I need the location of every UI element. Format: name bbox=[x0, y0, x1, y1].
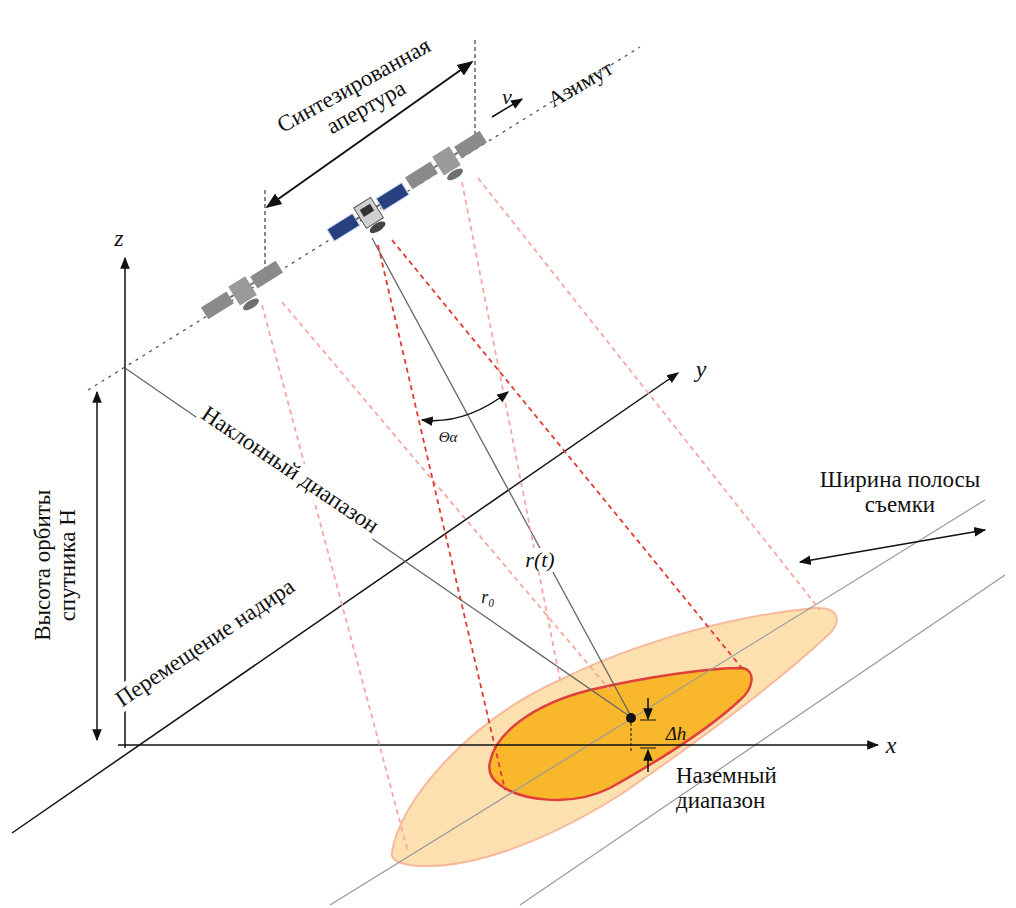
range-label: r(t) bbox=[522, 548, 557, 572]
axis-label: y bbox=[696, 356, 707, 382]
ground-range-label: Наземный диапазон bbox=[676, 763, 836, 814]
delta-h-label: Δh bbox=[666, 724, 687, 745]
swath-area bbox=[392, 608, 837, 866]
slant-range-label: Наклонный диапазон bbox=[194, 400, 386, 541]
height-label: Высота орбиты спутника H bbox=[30, 465, 81, 665]
axis-label: z bbox=[114, 225, 123, 251]
azimuth-label: Азимут bbox=[543, 56, 616, 112]
swath-width-label: Ширина полосы съемки bbox=[800, 467, 1000, 518]
angle-label: Θα bbox=[436, 429, 461, 446]
nadir-track-label: Перемещение надира bbox=[108, 572, 301, 714]
range-label: r₀ bbox=[478, 588, 497, 608]
velocity-label: v bbox=[502, 85, 512, 109]
axis-label: x bbox=[886, 732, 897, 758]
